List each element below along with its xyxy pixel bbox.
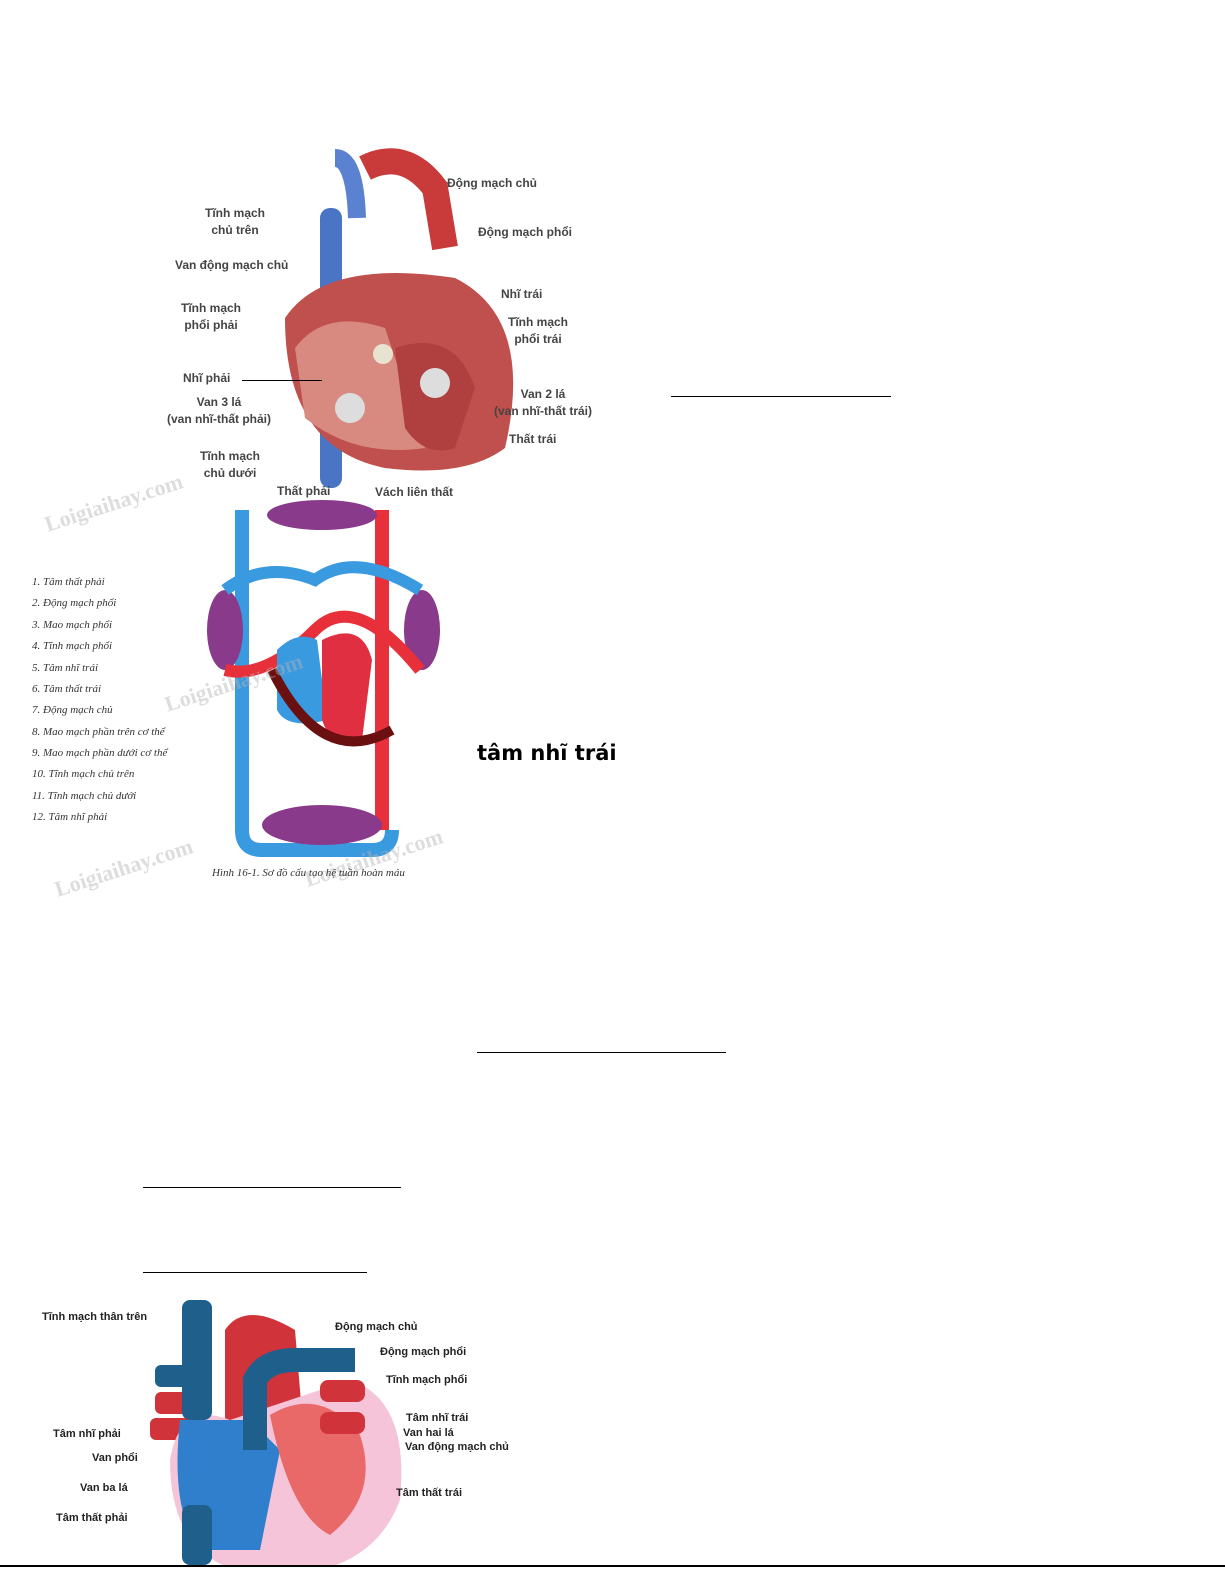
label-aortic-valve: Van động mạch chủ bbox=[175, 258, 289, 272]
heart-diagram-illustration bbox=[150, 1300, 402, 1565]
circulation-diagram-illustration bbox=[207, 500, 440, 857]
label: Tĩnh mạch thân trên bbox=[42, 1311, 148, 1323]
label-right-ventricle: Thất phải bbox=[277, 484, 331, 498]
legend-item: 6. Tâm thất trái bbox=[32, 683, 102, 695]
label-ivc: Tĩnh mạch chủ dưới bbox=[200, 448, 260, 482]
label-line: chủ trên bbox=[211, 223, 259, 237]
label: Tâm nhĩ trái bbox=[406, 1412, 469, 1424]
label: Tâm thất trái bbox=[396, 1487, 463, 1499]
label-line: Van 3 lá bbox=[196, 395, 242, 409]
label: Van hai lá bbox=[403, 1427, 454, 1439]
label: Van ba lá bbox=[80, 1482, 128, 1494]
label-line: Tĩnh mạch bbox=[181, 301, 242, 315]
label-line: Tĩnh mạch bbox=[200, 449, 261, 463]
answer-blank-2 bbox=[477, 1052, 726, 1053]
label-mitral-valve: Van 2 lá (van nhĩ-thất trái) bbox=[494, 386, 592, 420]
legend-item: 5. Tâm nhĩ trái bbox=[32, 662, 99, 674]
label-pulmonary-artery: Động mạch phổi bbox=[478, 225, 572, 239]
legend-item: 2. Động mạch phổi bbox=[32, 597, 117, 609]
label-left-atrium: Nhĩ trái bbox=[501, 287, 543, 301]
legend-item: 11. Tĩnh mạch chủ dưới bbox=[32, 790, 137, 802]
label-right-pulmonary-vein: Tĩnh mạch phổi phải bbox=[181, 300, 241, 334]
label-line: (van nhĩ-thất phải) bbox=[167, 412, 271, 426]
answer-blank-4 bbox=[143, 1272, 367, 1273]
label: Tâm thất phải bbox=[56, 1512, 128, 1524]
label-aorta: Động mạch chủ bbox=[447, 176, 538, 190]
label-tricuspid-valve: Van 3 lá (van nhĩ-thất phải) bbox=[167, 394, 271, 428]
answer-blank-3 bbox=[143, 1187, 401, 1188]
heart-cross-section-illustration bbox=[285, 148, 514, 488]
label: Tâm nhĩ phải bbox=[53, 1428, 121, 1440]
legend-item: 1. Tâm thất phải bbox=[32, 576, 105, 588]
label-left-ventricle: Thất trái bbox=[509, 432, 557, 446]
legend-item: 9. Mao mạch phần dưới cơ thể bbox=[32, 747, 168, 759]
heart-diagram-figure: Tĩnh mạch thân trên Động mạch chủ Động m… bbox=[20, 1290, 520, 1565]
label-line: chủ dưới bbox=[203, 466, 257, 480]
answer-blank-1 bbox=[671, 396, 891, 397]
label-line: (van nhĩ-thất trái) bbox=[494, 404, 592, 418]
leader-line bbox=[242, 380, 322, 381]
label-septum: Vách liên thất bbox=[375, 485, 454, 499]
label: Van phổi bbox=[92, 1452, 138, 1464]
label-line: phổi trái bbox=[514, 332, 562, 346]
label-left-pulmonary-vein: Tĩnh mạch phổi trái bbox=[508, 314, 568, 348]
label-line: Tĩnh mạch bbox=[508, 315, 569, 329]
label-line: Tĩnh mạch bbox=[205, 206, 266, 220]
label: Động mạch phổi bbox=[380, 1346, 467, 1358]
legend-item: 10. Tĩnh mạch chủ trên bbox=[32, 768, 135, 780]
label-line: phổi phải bbox=[184, 318, 238, 332]
page-bottom-rule bbox=[0, 1565, 1225, 1567]
heart-anatomy-figure: Động mạch chủ Tĩnh mạch chủ trên Động mạc… bbox=[145, 148, 605, 503]
circulation-diagram-figure: Loigiaihay.com Loigiaihay.com Loigiaihay… bbox=[22, 468, 462, 901]
legend-item: 12. Tâm nhĩ phải bbox=[32, 811, 108, 823]
label-line: Van 2 lá bbox=[520, 387, 566, 401]
figure-caption: Hình 16-1. Sơ đồ cấu tạo hệ tuần hoàn má… bbox=[212, 867, 405, 879]
label-right-atrium: Nhĩ phải bbox=[183, 371, 231, 385]
label: Tĩnh mạch phổi bbox=[386, 1374, 468, 1386]
label-svc: Tĩnh mạch chủ trên bbox=[205, 205, 265, 239]
legend-item: 3. Mao mạch phổi bbox=[32, 619, 113, 631]
legend-item: 8. Mao mạch phần trên cơ thể bbox=[32, 726, 165, 738]
answer-text: tâm nhĩ trái bbox=[477, 741, 617, 765]
label: Động mạch chủ bbox=[335, 1321, 418, 1333]
label: Van động mạch chủ bbox=[405, 1441, 509, 1453]
legend-item: 4. Tĩnh mạch phổi bbox=[32, 640, 113, 652]
legend-item: 7. Động mạch chủ bbox=[32, 704, 113, 716]
